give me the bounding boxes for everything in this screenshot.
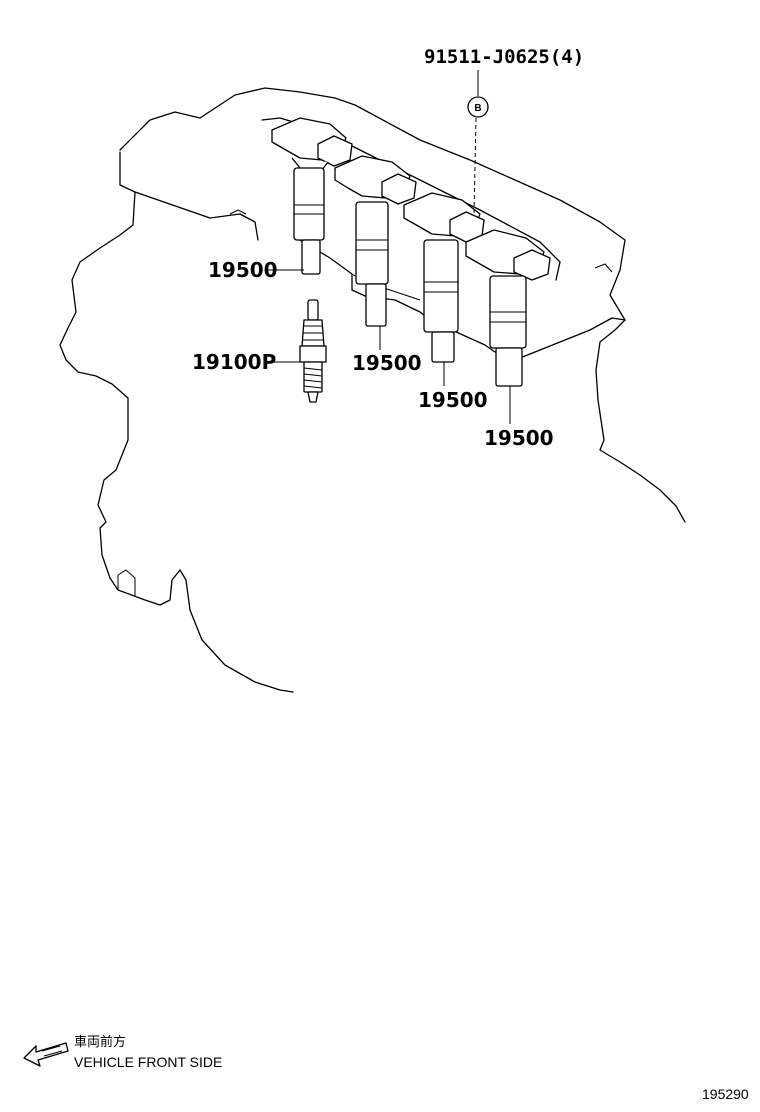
- spark-plug-callout: 19100P: [192, 350, 302, 374]
- coil-2-label: 19500: [352, 351, 422, 375]
- coil-1-callout: 19500: [208, 258, 304, 282]
- bolt-reference: 91511-J0625(4) B: [424, 46, 584, 216]
- front-label-japanese: 車両前方: [74, 1034, 126, 1050]
- bolt-ref-circle: [467, 96, 489, 118]
- figure-id: 195290: [702, 1086, 749, 1102]
- coil-2-callout: 19500: [352, 326, 422, 375]
- ignition-coil-1: [271, 117, 353, 275]
- ignition-coil-4: [465, 229, 551, 387]
- bolt-part-number: 91511-J0625(4): [424, 46, 584, 68]
- coil-3-callout: 19500: [418, 362, 488, 412]
- coil-4-callout: 19500: [484, 386, 554, 450]
- coil-3-label: 19500: [418, 388, 488, 412]
- front-label-english: VEHICLE FRONT SIDE: [74, 1054, 222, 1070]
- ignition-coil-3: [403, 192, 485, 363]
- spark-plug-label: 19100P: [192, 350, 276, 374]
- front-arrow-icon: [23, 1042, 69, 1067]
- bolt-ref-letter: B: [474, 103, 481, 114]
- coil-4-label: 19500: [484, 426, 554, 450]
- coil-1-label: 19500: [208, 258, 278, 282]
- vehicle-front-indicator: 車両前方 VEHICLE FRONT SIDE: [23, 1034, 222, 1070]
- spark-plug: [299, 299, 327, 403]
- ignition-coil-2: [334, 155, 417, 327]
